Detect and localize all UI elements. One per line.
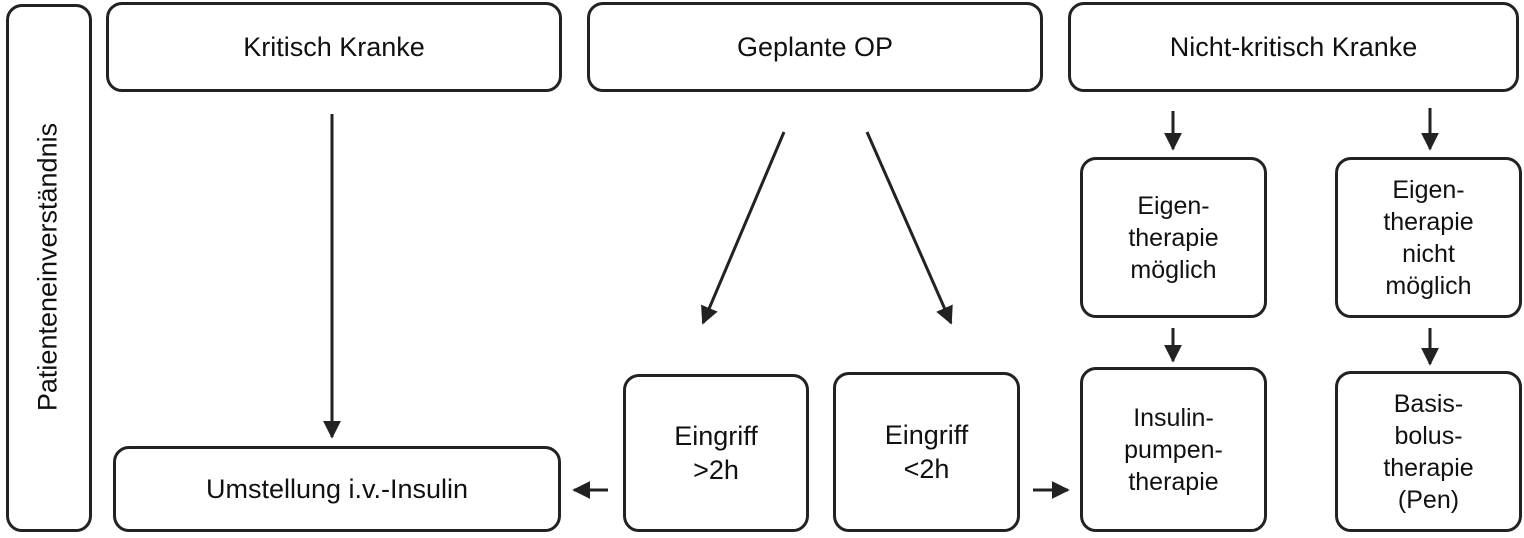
self-therapy-possible-label: Eigen- therapie möglich: [1128, 191, 1219, 284]
consent-sidebar-box: [6, 4, 92, 532]
arrow-op-to-under-2h: [865, 131, 953, 325]
self-therapy-not-possible-box: Eigen- therapie nicht möglich: [1335, 157, 1522, 318]
insulin-pump-box: Insulin- pumpen- therapie: [1080, 367, 1267, 532]
header-critical-box: Kritisch Kranke: [106, 2, 562, 92]
basal-bolus-box: Basis- bolus- therapie (Pen): [1335, 371, 1522, 532]
basal-bolus-label: Basis- bolus- therapie (Pen): [1383, 389, 1474, 514]
procedure-under-2h-box: Eingriff <2h: [833, 372, 1020, 532]
header-non-critical-label: Nicht-kritisch Kranke: [1169, 32, 1418, 62]
iv-insulin-label: Umstellung i.v.-Insulin: [205, 474, 469, 504]
header-planned-op-box: Geplante OP: [587, 2, 1043, 92]
header-critical-label: Kritisch Kranke: [243, 32, 425, 62]
header-planned-op-label: Geplante OP: [736, 32, 894, 62]
header-non-critical-box: Nicht-kritisch Kranke: [1068, 2, 1519, 92]
procedure-over-2h-label: Eingriff >2h: [674, 421, 758, 485]
procedure-under-2h-label: Eingriff <2h: [884, 420, 969, 484]
self-therapy-possible-box: Eigen- therapie möglich: [1080, 157, 1267, 318]
insulin-pump-label: Insulin- pumpen- therapie: [1124, 403, 1223, 496]
iv-insulin-box: Umstellung i.v.-Insulin: [113, 446, 561, 532]
arrow-op-to-over-2h: [701, 131, 786, 325]
self-therapy-not-possible-label: Eigen- therapie nicht möglich: [1383, 175, 1474, 300]
procedure-over-2h-box: Eingriff >2h: [623, 374, 809, 532]
